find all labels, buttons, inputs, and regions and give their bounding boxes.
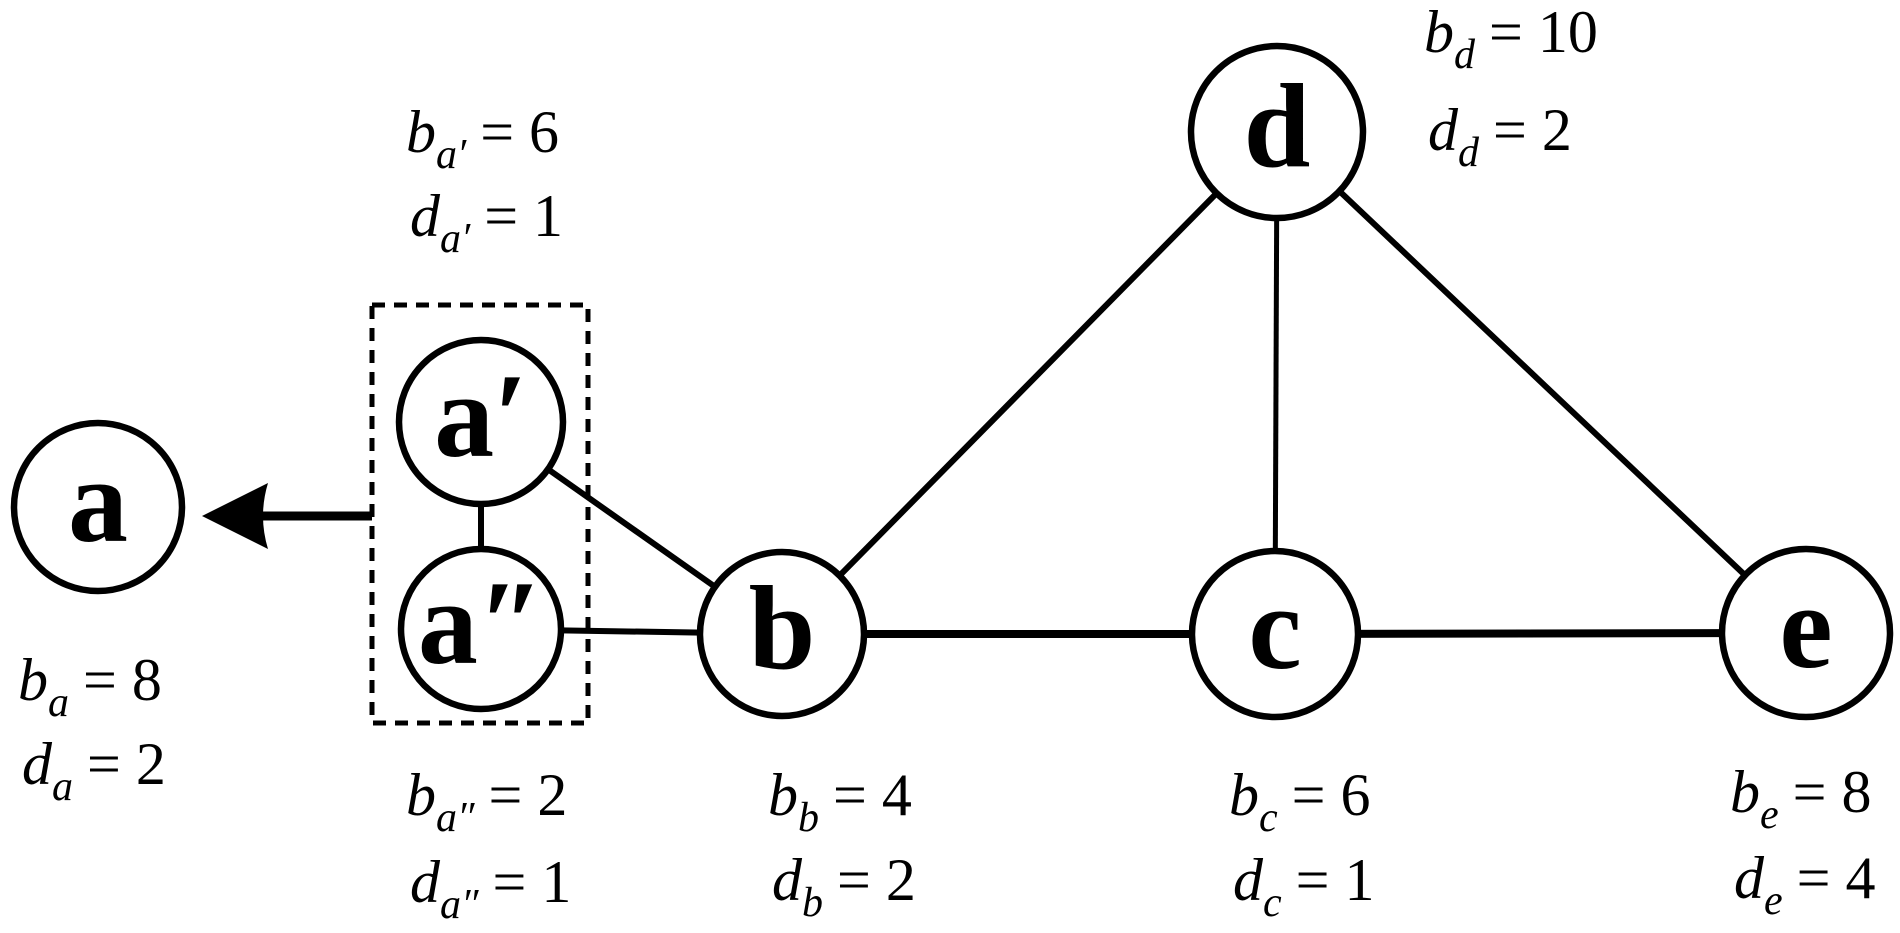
node-c-circle (1188, 547, 1362, 721)
math-var: b (768, 762, 798, 828)
math-var: b (1229, 762, 1259, 828)
annotation-a-line2: da = 2 (22, 731, 166, 810)
merge-arrow-icon (202, 483, 372, 549)
math-value: = 4 (1797, 845, 1876, 911)
annotation-a-line1: ba = 8 (18, 647, 162, 726)
annotation-adblprime: ba″= 2 da″= 1 (406, 762, 571, 928)
node-b-circle (696, 548, 868, 720)
math-subscript: a (52, 764, 73, 810)
math-value: = 2 (489, 762, 568, 828)
math-subscript: d (1454, 32, 1476, 78)
math-value: = 2 (87, 731, 166, 797)
math-var: d (410, 183, 441, 249)
math-var: b (1424, 0, 1454, 65)
annotation-c-line1: bc = 6 (1229, 762, 1371, 841)
node-e: e (1718, 545, 1894, 721)
math-subscript: a′ (440, 216, 471, 262)
math-value: = 6 (1292, 762, 1371, 828)
annotation-aprime-line2: da′ = 1 (410, 183, 563, 262)
node-a-circle (10, 419, 186, 595)
node-b: b (696, 548, 868, 720)
annotation-aprime: ba′= 6 da′= 1 (406, 99, 563, 262)
annotation-adblprime-line2: da″ = 1 (410, 849, 571, 928)
math-var: d (772, 847, 803, 913)
math-var: b (406, 99, 436, 165)
math-value: = 1 (493, 849, 572, 915)
annotation-d-line2: dd = 2 (1428, 97, 1572, 176)
math-subscript: e (1760, 792, 1779, 838)
math-var: d (1734, 845, 1765, 911)
annotation-adblprime-line1: ba″ = 2 (406, 762, 567, 841)
math-value: = 8 (1793, 759, 1872, 825)
node-e-label: e (1779, 560, 1832, 693)
math-var: b (1730, 759, 1760, 825)
math-subscript: d (1458, 130, 1480, 176)
annotation-e-line1: be = 8 (1730, 759, 1872, 838)
annotation-b: bb= 4 db= 2 (768, 762, 916, 926)
math-subscript: b (798, 795, 819, 841)
node-b-label: b (749, 561, 816, 694)
math-subscript: c (1259, 795, 1278, 841)
node-d: d (1187, 42, 1367, 222)
annotation-e: be= 8 de= 4 (1730, 759, 1876, 924)
math-subscript: c (1263, 880, 1282, 926)
annotation-c: bc= 6 dc= 1 (1229, 762, 1375, 926)
node-aprime-label: a′ (434, 349, 528, 482)
node-d-label: d (1244, 59, 1311, 192)
math-var: d (1428, 97, 1459, 163)
math-var: d (22, 731, 53, 797)
math-var: b (18, 647, 48, 713)
annotation-aprime-line1: ba′ = 6 (406, 99, 559, 178)
node-adblprime: a″ (397, 545, 565, 713)
annotation-a: ba= 8 da= 2 (18, 647, 166, 810)
math-subscript: a (48, 680, 69, 726)
math-subscript: b (802, 880, 823, 926)
node-a-label: a (68, 434, 128, 567)
math-var: b (406, 762, 436, 828)
math-value: = 1 (484, 183, 563, 249)
math-value: = 2 (1493, 97, 1572, 163)
annotation-e-line2: de = 4 (1734, 845, 1876, 924)
math-value: = 2 (837, 847, 916, 913)
annotation-d: bd= 10 dd= 2 (1424, 0, 1598, 176)
math-value: = 4 (833, 762, 912, 828)
math-subscript: e (1764, 878, 1783, 924)
merge-arrow-head (202, 483, 268, 549)
annotation-b-line1: bb = 4 (768, 762, 912, 841)
annotation-b-line2: db = 2 (772, 847, 916, 926)
math-var: d (410, 849, 441, 915)
math-subscript: a″ (440, 882, 479, 928)
annotation-d-line1: bd = 10 (1424, 0, 1598, 78)
node-e-circle (1718, 545, 1894, 721)
math-var: d (1233, 847, 1264, 913)
node-aprime: a′ (395, 336, 567, 508)
node-c: c (1188, 547, 1362, 721)
math-value: = 8 (83, 647, 162, 713)
node-c-label: c (1248, 561, 1301, 694)
math-subscript: a′ (436, 132, 467, 178)
node-adblprime-label: a″ (418, 556, 544, 689)
math-value: = 1 (1296, 847, 1375, 913)
edge-b-d (779, 129, 1280, 637)
node-aprime-circle (395, 336, 567, 508)
edges (478, 129, 1809, 638)
math-value: = 10 (1489, 0, 1598, 65)
edge-d-e (1274, 129, 1809, 636)
math-subscript: a″ (436, 795, 475, 841)
annotation-c-line2: dc = 1 (1233, 847, 1375, 926)
edge-c-e (1274, 629, 1807, 638)
math-value: = 6 (480, 99, 559, 165)
node-a: a (10, 419, 186, 595)
node-adblprime-circle (397, 545, 565, 713)
node-d-circle (1187, 42, 1367, 222)
